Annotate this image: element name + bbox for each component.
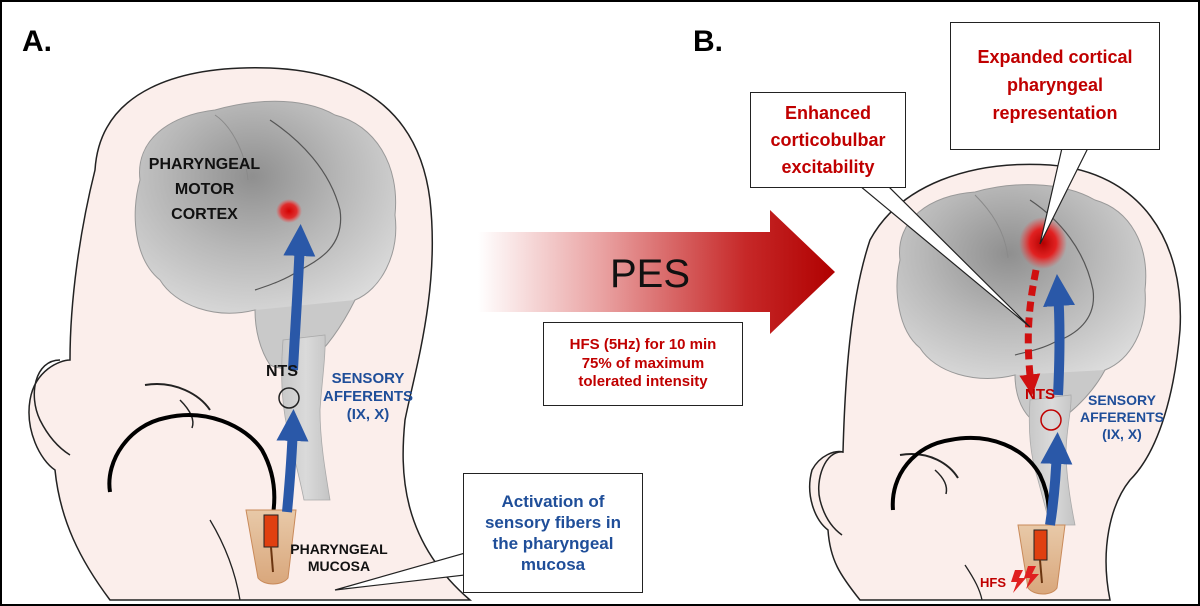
afferent-arrow-lower [276, 409, 309, 513]
lightning-icon [1011, 570, 1026, 593]
motor-cortex-label: PHARYNGEAL MOTOR CORTEX [148, 156, 261, 224]
nts-label: NTS [266, 363, 298, 380]
afferents-label-b: SENSORY AFFERENTS (IX, X) [1080, 392, 1164, 442]
stimulation-params-box: HFS (5Hz) for 10 min 75% of maximum tole… [543, 322, 743, 406]
lightning-icon [1024, 566, 1039, 589]
panel-a-letter: A. [22, 25, 52, 58]
callout-activation: Activation of sensory fibers in the phar… [463, 473, 643, 593]
callout-corticobulbar-excitability: Enhanced corticobulbar excitability [750, 92, 906, 188]
hfs-label: HFS [980, 575, 1006, 590]
nts-marker-b [1040, 409, 1062, 431]
callout-expanded-representation: Expanded cortical pharyngeal representat… [950, 22, 1160, 150]
mucosa-label: PHARYNGEAL MUCOSA [290, 541, 388, 574]
catheter-tube [107, 413, 277, 521]
pes-label: PES [609, 252, 691, 296]
pharyngeal-probe [245, 509, 297, 585]
nts-marker [278, 387, 300, 409]
nts-label-b: NTS [1025, 386, 1055, 403]
afferent-arrow-lower-b [1040, 432, 1073, 526]
expanded-cortex-hotspot [1019, 217, 1067, 269]
afferents-label: SENSORY AFFERENTS (IX, X) [323, 370, 413, 423]
afferent-arrow-upper [283, 224, 316, 371]
panel-b-letter: B. [693, 25, 723, 58]
afferent-arrow-upper-b [1043, 274, 1076, 396]
motor-cortex-hotspot [276, 199, 302, 223]
pes-arrow [478, 210, 835, 334]
